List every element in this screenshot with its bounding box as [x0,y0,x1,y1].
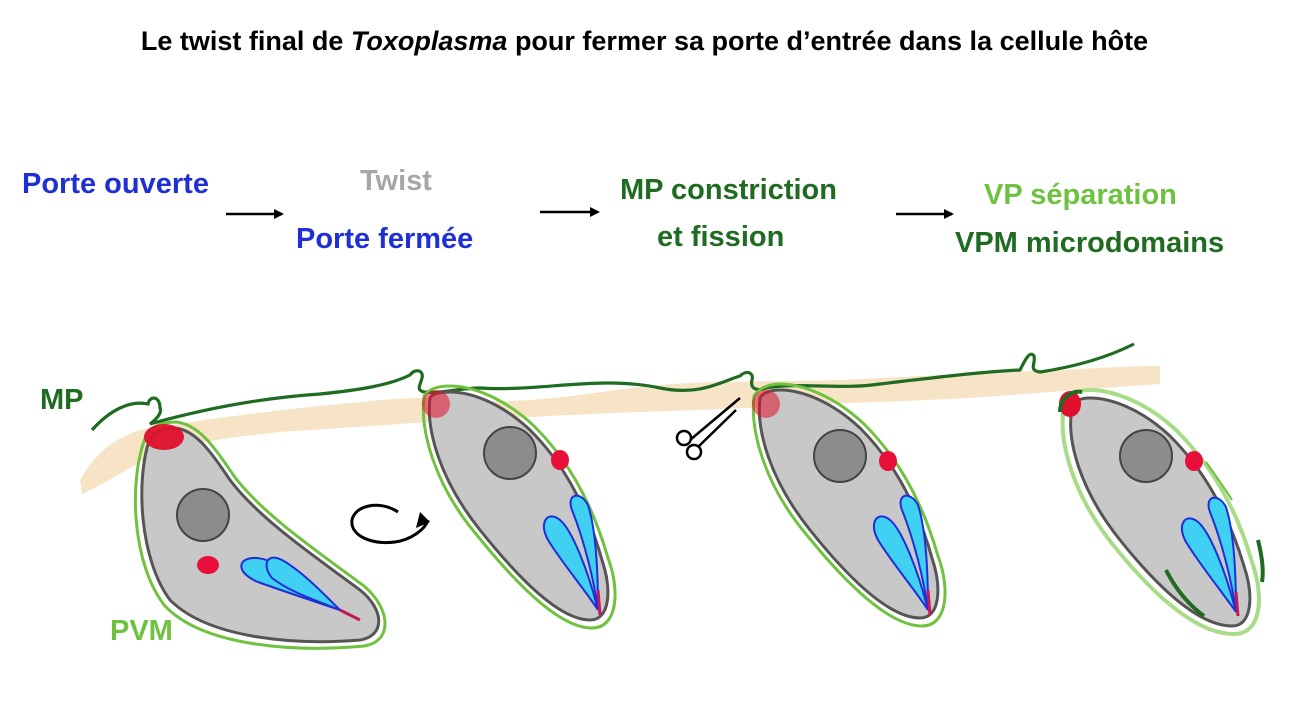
step-2-label-twist: Twist [360,165,432,197]
parasite-1 [133,420,387,650]
title-text: Le twist final de [140,26,351,56]
step-2-label-porte: Porte fermée [296,223,474,255]
parasite-4 [1058,387,1265,637]
step-3-label-line2: et fission [657,221,785,253]
host-cortex [80,366,1160,494]
step-3-label-line1: MP constriction [620,174,837,206]
mp-label: MP [40,384,84,416]
rotation-arrow-icon [350,503,430,545]
scissors-icon [675,397,741,461]
step-4-label-line1: VP séparation [984,179,1177,211]
pvm-label: PVM [110,615,173,647]
step-4-label-line2: VPM microdomains [955,227,1225,259]
title-italic: Toxoplasma [350,26,508,56]
parasite-3 [751,382,947,628]
mp-membrane [90,342,1135,432]
figure-title: Le twist final de Toxoplasma pour fermer… [0,26,1289,57]
step-1-label: Porte ouverte [22,168,209,200]
title-text-end: pour fermer sa porte d’entrée dans la ce… [507,26,1149,56]
parasite-2 [421,384,617,630]
